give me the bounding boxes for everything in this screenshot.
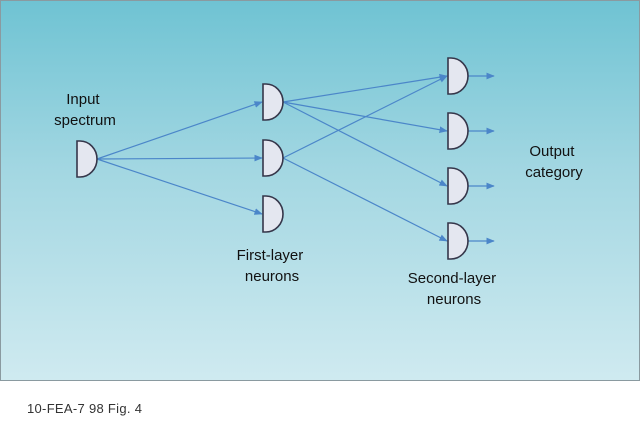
diagram-panel: Input spectrum First-layer neurons Secon…: [0, 0, 640, 381]
second-layer-label-line-2: neurons: [427, 291, 481, 308]
connection-input-1-to-first-2: [96, 154, 263, 162]
neural-network-diagram: Input spectrum First-layer neurons Secon…: [54, 57, 583, 308]
connections-layer: [96, 72, 495, 245]
neurons-layer: [76, 57, 469, 260]
first-layer-label: First-layer neurons: [237, 247, 308, 285]
neuron-second-1: [447, 57, 469, 95]
connection-first-2-to-second-4: [282, 157, 448, 242]
output-label: Output category: [525, 143, 583, 181]
output-label-line-1: Output: [529, 143, 575, 160]
connection-input-1-to-first-1: [96, 101, 263, 160]
connection-input-1-to-first-3: [96, 158, 263, 215]
output-label-line-2: category: [525, 164, 583, 181]
neuron-second-4: [447, 222, 469, 260]
input-label-line-1: Input: [66, 91, 100, 108]
figure-caption: 10-FEA-7 98 Fig. 4: [27, 401, 143, 416]
neuron-first-3: [262, 195, 284, 233]
second-layer-label: Second-layer neurons: [408, 270, 501, 308]
connection-first-1-to-second-1: [282, 73, 448, 103]
connection-first-1-to-second-3: [282, 101, 448, 187]
second-layer-label-line-1: Second-layer: [408, 270, 496, 287]
neuron-first-1: [262, 83, 284, 121]
connection-first-2-to-second-1: [282, 75, 448, 159]
neuron-input-1: [76, 140, 98, 178]
neuron-second-2: [447, 112, 469, 150]
neuron-first-2: [262, 139, 284, 177]
input-label-line-2: spectrum: [54, 112, 116, 129]
first-layer-label-line-2: neurons: [245, 268, 299, 285]
first-layer-label-line-1: First-layer: [237, 247, 304, 264]
neuron-second-3: [447, 167, 469, 205]
input-label: Input spectrum: [54, 91, 116, 129]
